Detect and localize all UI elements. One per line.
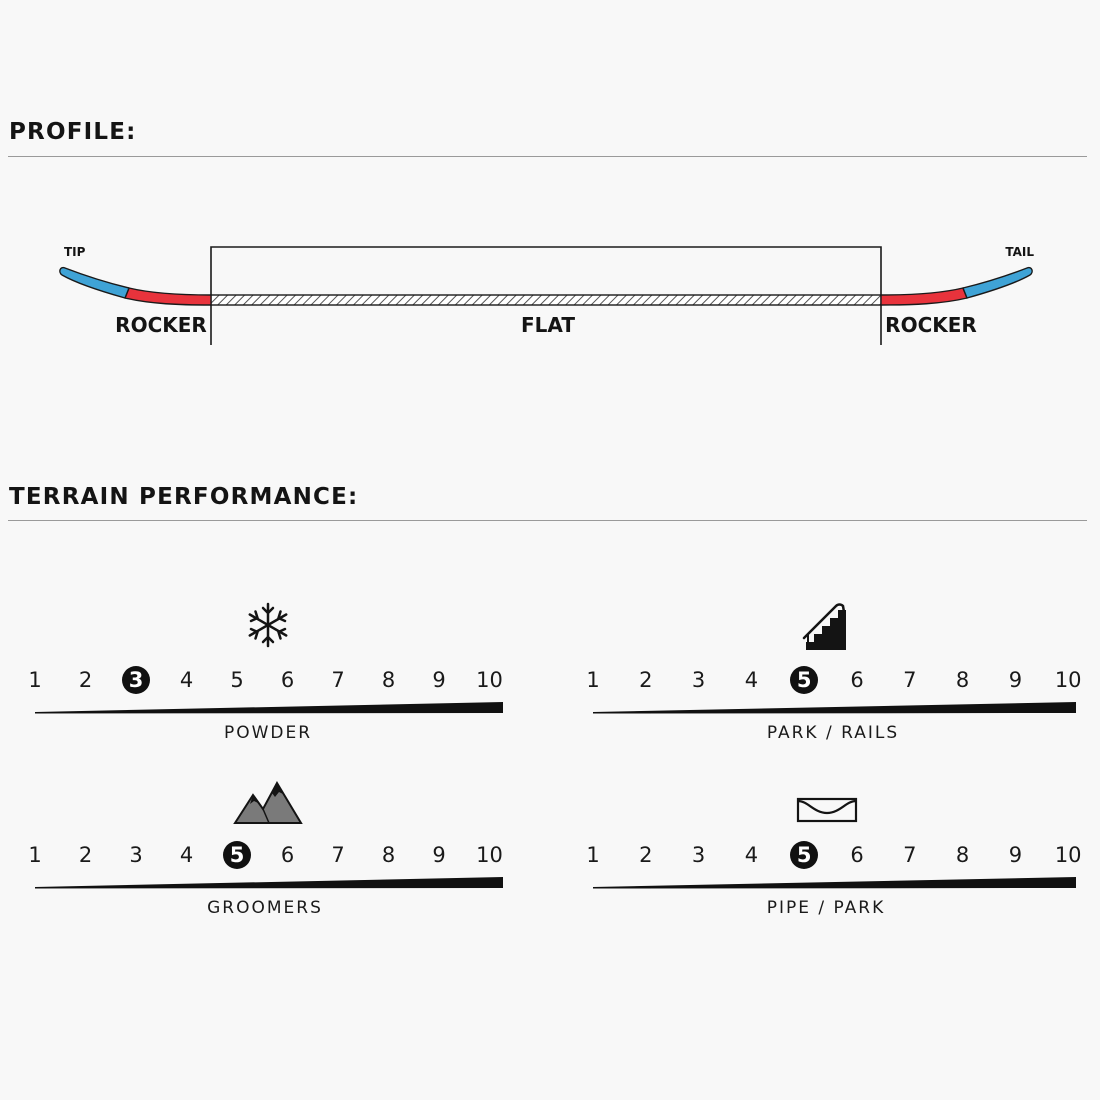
scale-number: 6 xyxy=(850,668,864,692)
tip-label: TIP xyxy=(64,245,86,259)
scale-wedge xyxy=(593,702,1076,714)
scale-number: 3 xyxy=(129,843,143,867)
terrain-divider xyxy=(8,520,1087,521)
profile-title: PROFILE: xyxy=(9,119,137,145)
board-profile-diagram: TIP TAIL ROCKER FLAT ROCKER xyxy=(59,245,1034,345)
scale-wedge xyxy=(35,877,503,889)
scale-number: 7 xyxy=(903,843,917,867)
scale-number: 4 xyxy=(179,668,194,692)
scale-number: 10 xyxy=(476,668,503,692)
scale-number: 10 xyxy=(1054,843,1082,867)
scale-number: 9 xyxy=(1008,843,1023,867)
scale-number: 6 xyxy=(850,843,864,867)
scale-number: 3 xyxy=(128,668,144,692)
tip-segment xyxy=(59,266,130,299)
rating-marker xyxy=(790,666,819,694)
snowflake-icon xyxy=(248,602,288,648)
scale-number: 8 xyxy=(955,843,970,867)
scale-number: 9 xyxy=(432,843,446,867)
scale-number: 6 xyxy=(280,843,295,867)
scale-number: 5 xyxy=(796,668,812,692)
scale-number: 1 xyxy=(28,668,42,692)
left-rocker-label: ROCKER xyxy=(115,313,207,337)
scale-number: 5 xyxy=(796,843,812,867)
scale-number: 2 xyxy=(639,843,653,867)
scale-number: 9 xyxy=(432,668,446,692)
scale-number: 2 xyxy=(639,668,653,692)
left-rocker-segment xyxy=(124,287,212,306)
scale-number: 10 xyxy=(476,843,503,867)
scale-number: 9 xyxy=(1008,668,1023,692)
scale-number: 3 xyxy=(691,843,706,867)
right-rocker-label: ROCKER xyxy=(885,313,977,337)
flat-base xyxy=(210,294,882,306)
scale-wedge-shape xyxy=(593,877,1076,889)
scale-number: 4 xyxy=(744,843,759,867)
flat-label: FLAT xyxy=(521,313,575,337)
halfpipe-icon xyxy=(796,797,858,823)
scale-number: 8 xyxy=(381,843,396,867)
scale-number: 1 xyxy=(586,668,600,692)
scale-number: 8 xyxy=(381,668,396,692)
terrain-title: TERRAIN PERFORMANCE: xyxy=(9,484,359,510)
scale-number: 5 xyxy=(229,843,245,867)
scale-number: 4 xyxy=(744,668,759,692)
tail-label: TAIL xyxy=(1005,245,1034,259)
rating-marker xyxy=(223,841,251,869)
scale-number: 3 xyxy=(691,668,706,692)
scale-wedge-shape xyxy=(35,877,503,889)
rating-marker xyxy=(122,666,150,694)
rating-label: GROOMERS xyxy=(207,898,323,918)
scale-wedge-shape xyxy=(35,702,503,714)
scale-wedge xyxy=(593,877,1076,889)
scale-number: 7 xyxy=(331,843,345,867)
scale-number: 7 xyxy=(331,668,345,692)
scale-number: 4 xyxy=(179,843,194,867)
scale-number: 6 xyxy=(280,668,295,692)
rating-label: POWDER xyxy=(223,723,313,743)
scale-wedge-shape xyxy=(593,702,1076,714)
profile-divider xyxy=(8,156,1087,157)
scale-number: 2 xyxy=(78,668,93,692)
scale-number: 8 xyxy=(955,668,970,692)
rating-label: PIPE / PARK xyxy=(766,898,886,918)
scale-wedge xyxy=(35,702,503,714)
tail-segment xyxy=(962,266,1033,299)
scale-number: 7 xyxy=(903,668,917,692)
scale-number: 2 xyxy=(78,843,93,867)
scale-number: 10 xyxy=(1054,668,1082,692)
rating-marker xyxy=(790,841,819,869)
scale-number: 1 xyxy=(586,843,600,867)
scale-number: 1 xyxy=(28,843,42,867)
rating-label: PARK / RAILS xyxy=(766,723,900,743)
scale-number: 5 xyxy=(230,668,244,692)
mountains-icon xyxy=(233,780,303,824)
stair-rail-icon xyxy=(802,603,846,650)
right-rocker-segment xyxy=(880,287,968,306)
